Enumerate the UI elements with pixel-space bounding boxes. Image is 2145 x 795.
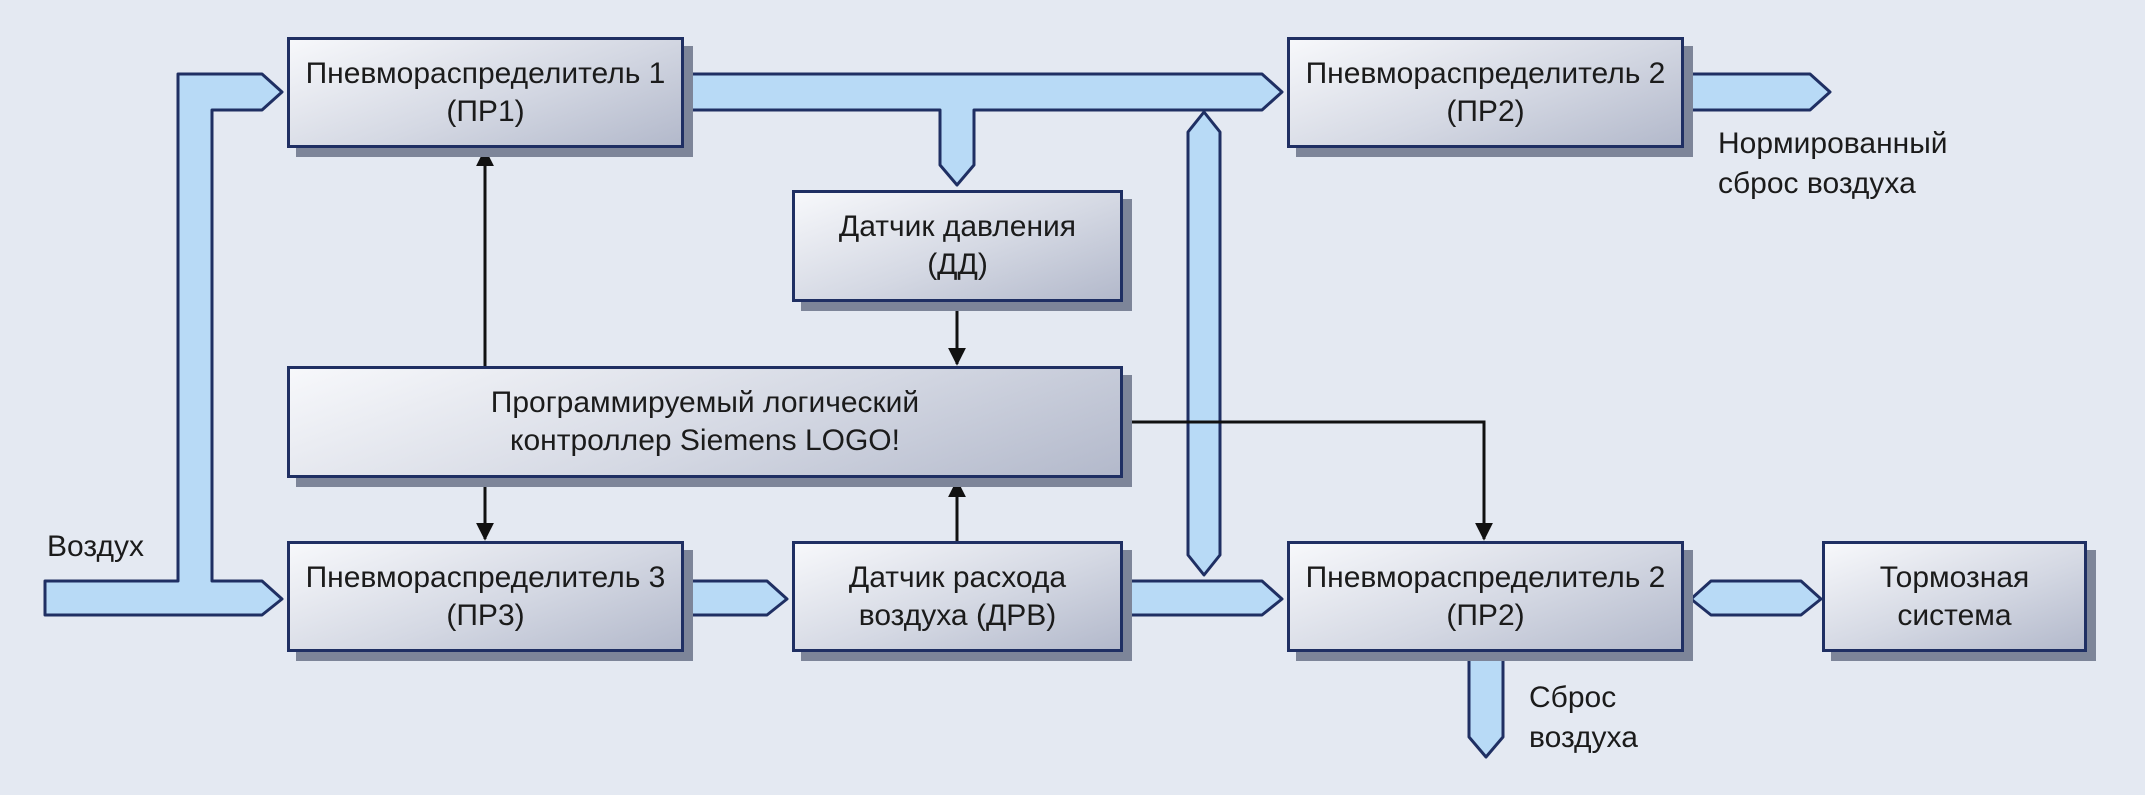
pr1-to-pr2-pipe — [682, 72, 1284, 187]
block-line: Пневмораспределитель 2 — [1305, 56, 1666, 90]
release-pipe — [1467, 650, 1505, 759]
block-line: система — [1897, 598, 2012, 632]
block-line: (ПР1) — [446, 94, 525, 128]
pressure-sensor-block: Датчик давления (ДД) — [792, 190, 1123, 302]
brake-system-block: Тормозная система — [1822, 541, 2087, 652]
pr2-brake-pipe — [1689, 579, 1823, 617]
block-line: (ДД) — [927, 248, 988, 281]
pneumo-distributor-2-top-block: Пневмораспределитель 2 (ПР2) — [1287, 37, 1684, 148]
pneumo-distributor-1-block: Пневмораспределитель 1 (ПР1) — [287, 37, 684, 148]
normalized-release-label-line2: сброс воздуха — [1718, 167, 1916, 200]
air-inlet-pipe — [43, 72, 284, 617]
normalized-release-label-line1: Нормированный — [1718, 127, 1948, 160]
vertical-double-pipe — [1186, 110, 1222, 577]
pneumo-distributor-3-block: Пневмораспределитель 3 (ПР3) — [287, 541, 684, 652]
release-label-line1: Сброс — [1529, 681, 1617, 714]
block-line: Датчик расхода — [848, 560, 1067, 594]
block-line: Пневмораспределитель 1 — [305, 56, 666, 90]
block-line: (ПР2) — [1446, 598, 1525, 632]
block-line: Датчик давления — [838, 210, 1077, 243]
plc-controller-block: Программируемый логический контроллер Si… — [287, 366, 1123, 478]
block-line: Пневмораспределитель 3 — [305, 560, 666, 594]
block-line: контроллер Siemens LOGO! — [510, 424, 900, 457]
air-flow-sensor-block: Датчик расхода воздуха (ДРВ) — [792, 541, 1123, 652]
block-line: воздуха (ДРВ) — [858, 598, 1057, 632]
air-input-label: Воздух — [47, 530, 144, 563]
release-label-line2: воздуха — [1529, 721, 1638, 754]
block-line: Программируемый логический — [490, 386, 920, 419]
normalized-release-pipe — [1684, 72, 1832, 112]
plc-to-pr2-signal — [1124, 420, 1493, 541]
block-line: Тормозная — [1879, 560, 2030, 594]
block-line: (ПР3) — [446, 598, 525, 632]
block-line: Пневмораспределитель 2 — [1305, 560, 1666, 594]
block-line: (ПР2) — [1446, 94, 1525, 128]
drv-to-pr2-pipe — [1124, 579, 1284, 617]
pr3-to-drv-pipe — [682, 579, 789, 617]
pneumo-distributor-2-bottom-block: Пневмораспределитель 2 (ПР2) — [1287, 541, 1684, 652]
